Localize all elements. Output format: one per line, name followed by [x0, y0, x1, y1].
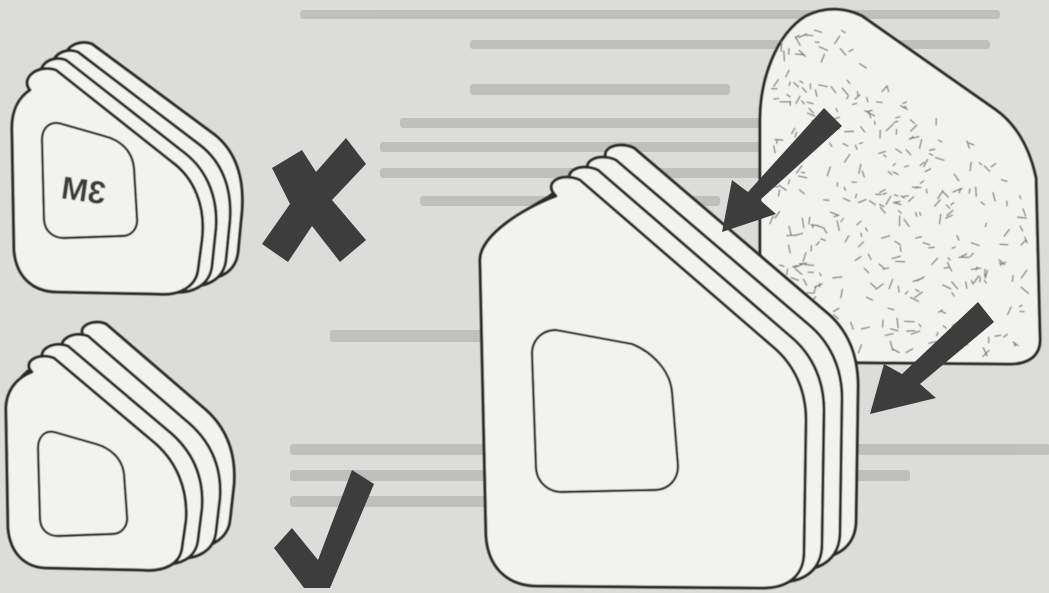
foam-speck: [775, 140, 783, 141]
foam-speck: [926, 189, 927, 193]
cartridge-logo: 3M: [59, 169, 108, 211]
foam-speck: [969, 189, 970, 194]
foam-speck: [804, 35, 813, 36]
foam-speck: [900, 247, 901, 252]
correct-check-icon: [274, 470, 374, 588]
foam-speck: [929, 247, 934, 248]
foam-speck: [930, 149, 935, 150]
foam-speck: [795, 54, 804, 55]
foam-speck: [784, 51, 785, 61]
incorrect-x-icon: [262, 138, 366, 262]
foam-speck: [781, 41, 782, 51]
foam-speck: [1018, 217, 1027, 218]
foam-speck: [876, 194, 881, 195]
foam-speck: [877, 102, 883, 103]
foam-speck: [896, 117, 900, 118]
foam-speck: [861, 233, 862, 237]
cartridge-with-logo: 3M: [12, 43, 242, 295]
foam-speck: [985, 269, 986, 276]
foam-speck: [859, 143, 862, 144]
foam-speck: [944, 267, 949, 268]
cartridge-plain: [6, 322, 234, 570]
foam-speck: [913, 187, 918, 188]
foam-speck: [907, 331, 915, 332]
foam-speck: [976, 187, 977, 196]
foam-speck: [805, 265, 814, 266]
foam-speck: [904, 196, 908, 197]
foam-speck: [898, 286, 899, 292]
foam-speck: [833, 277, 842, 278]
foam-speck: [774, 98, 779, 99]
foam-speck: [1012, 276, 1013, 282]
